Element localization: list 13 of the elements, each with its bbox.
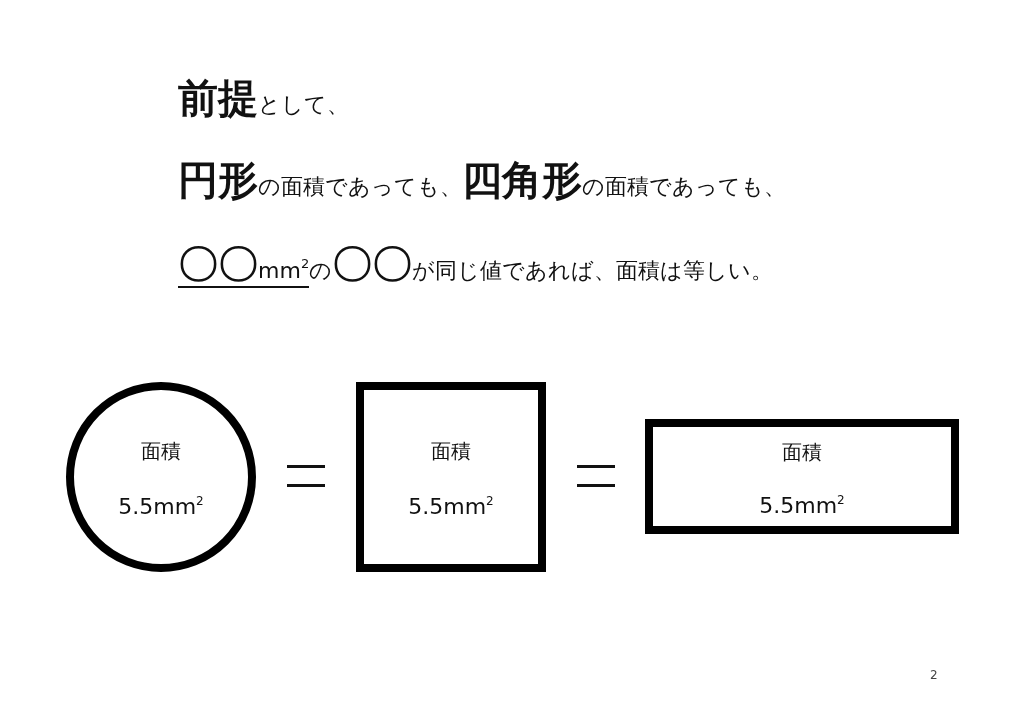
square-shape <box>356 382 546 572</box>
area-label: 面積 <box>781 439 823 466</box>
area-label: 面積 <box>140 438 182 465</box>
area-value: 5.5mm$^{2}$ <box>407 494 495 519</box>
area-value: 5.5mm$^{2}$ <box>117 494 205 519</box>
heading-text: 前提として、 <box>178 78 349 118</box>
heading-text: 〇〇mm$^{2}$の〇〇が同じ値であれば、面積は等しい。 <box>178 244 774 284</box>
area-label: 面積 <box>430 438 472 465</box>
circle-shape <box>66 382 256 572</box>
heading-text: 円形の面積であっても、四角形の面積であっても、 <box>178 160 786 200</box>
area-value: 5.5mm$^{2}$ <box>758 493 846 518</box>
rectangle-shape <box>645 419 959 534</box>
page-number: 2 <box>930 668 938 682</box>
